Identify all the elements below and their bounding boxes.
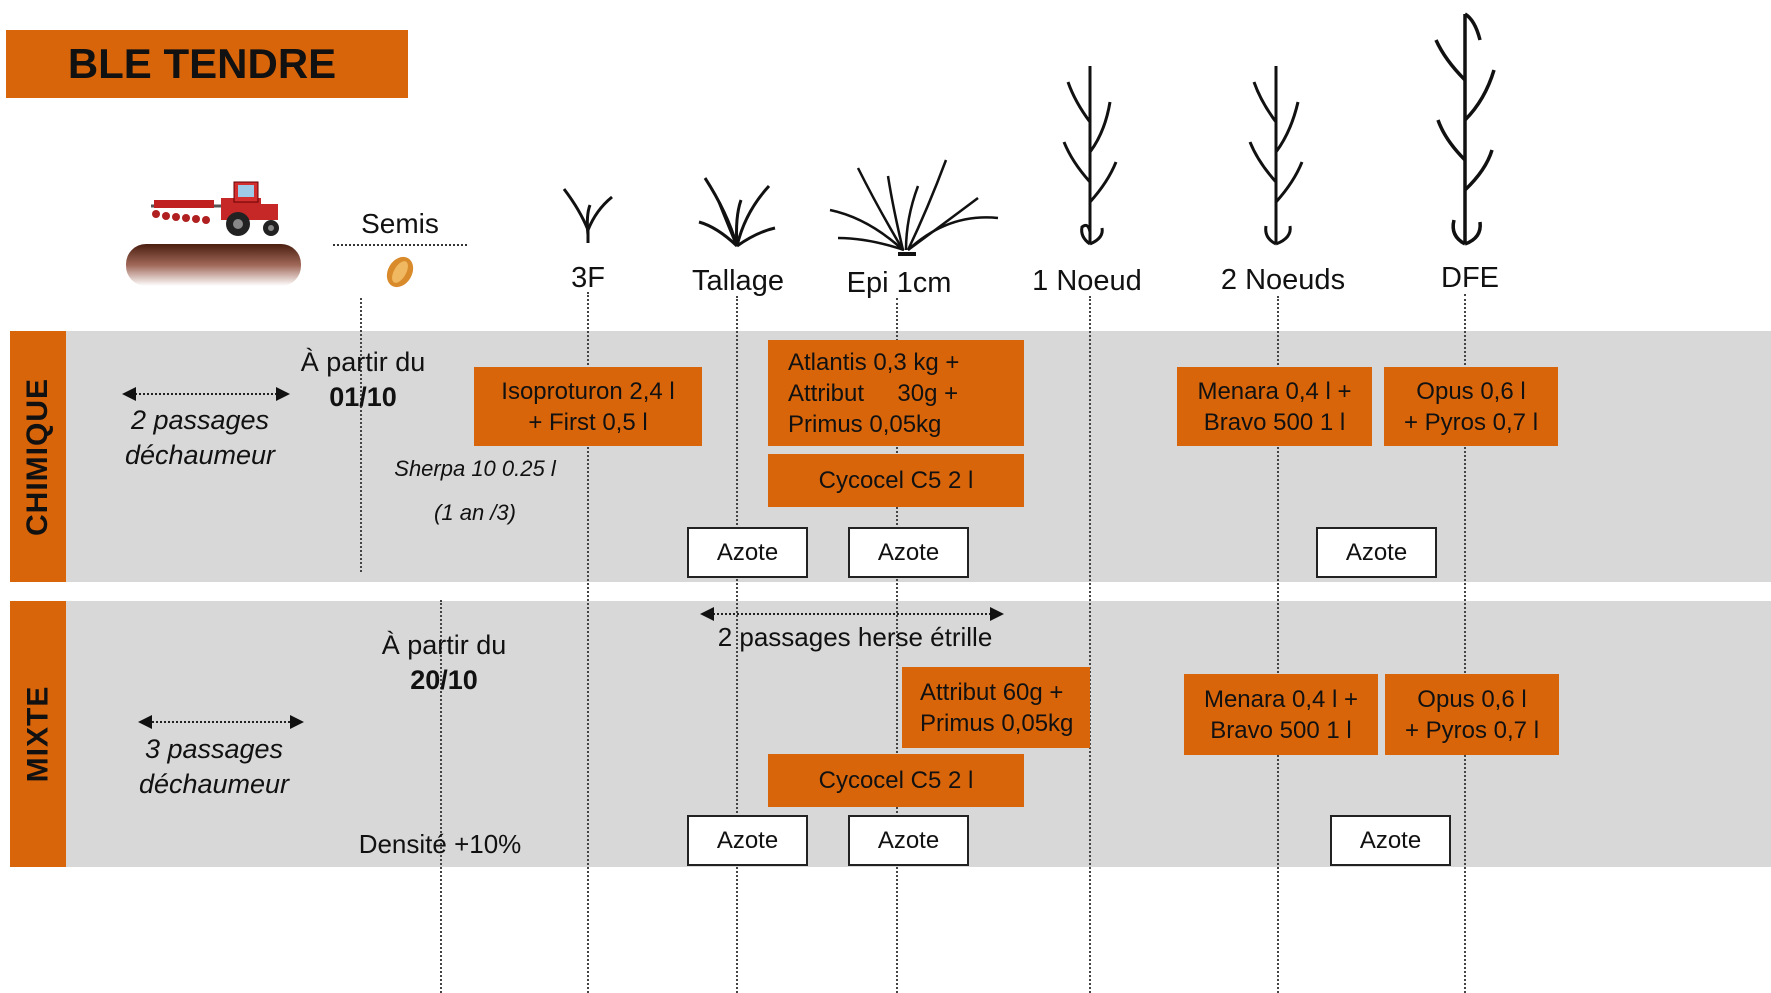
stage-tallage-line: [736, 296, 738, 993]
wheat-epi-icon: [828, 158, 1003, 256]
chimique-cycocel-box: Cycocel C5 2 l: [768, 454, 1024, 507]
semis-underline: [333, 244, 467, 246]
mixte-herse-arrow: [700, 607, 1004, 621]
stage-2-noeuds-line: [1277, 296, 1279, 993]
stage-semis-label: Semis: [361, 208, 439, 239]
mixte-densite-text: Densité +10%: [358, 829, 522, 859]
mixte-opus-box: Opus 0,6 l+ Pyros 0,7 l: [1385, 674, 1559, 755]
chimique-isoproturon-box: Isoproturon 2,4 l+ First 0,5 l: [474, 367, 702, 446]
chimique-sherpa-text: Sherpa 10 0.25 l: [394, 456, 556, 481]
mixte-menara-box: Menara 0,4 l +Bravo 500 1 l: [1184, 674, 1378, 755]
stage-epi-line: [896, 298, 898, 993]
wheat-tallage-icon: [697, 172, 777, 250]
stage-1-noeud-line: [1089, 296, 1091, 993]
wheat-3f-icon: [560, 185, 616, 245]
mixte-azote-tallage: Azote: [687, 815, 808, 866]
title: BLE TENDRE: [6, 30, 408, 98]
stage-dfe-line: [1464, 294, 1466, 993]
chimique-menara-box: Menara 0,4 l +Bravo 500 1 l: [1177, 367, 1372, 446]
mixte-herse-text: 2 passages herse étrille: [717, 622, 993, 652]
mixte-azote-epi: Azote: [848, 815, 969, 866]
chimique-azote-2-noeuds: Azote: [1316, 527, 1437, 578]
chimique-passages-arrow: [122, 387, 290, 401]
stage-epi-label: Epi 1cm: [846, 267, 952, 299]
chimique-label: CHIMIQUE: [10, 331, 66, 582]
stage-1-noeud-label: 1 Noeud: [1032, 265, 1142, 297]
semis-line-mixte: [440, 600, 442, 993]
stage-3f-line: [587, 292, 589, 993]
stage-dfe-label: DFE: [1441, 262, 1499, 294]
chimique-freq-text: (1 an /3): [434, 500, 516, 525]
chimique-atlantis-box: Atlantis 0,3 kg + Attribut 30g + Primus …: [768, 340, 1024, 446]
mixte-cycocel-box: Cycocel C5 2 l: [768, 754, 1024, 807]
seed-icon: [381, 255, 419, 289]
stage-3f-label: 3F: [571, 262, 605, 294]
chimique-opus-box: Opus 0,6 l+ Pyros 0,7 l: [1384, 367, 1558, 446]
stage-2-noeuds-label: 2 Noeuds: [1220, 264, 1346, 296]
chimique-azote-tallage: Azote: [687, 527, 808, 578]
semis-line-chimique: [360, 298, 362, 572]
mixte-azote-2-noeuds: Azote: [1330, 815, 1451, 866]
chimique-azote-epi: Azote: [848, 527, 969, 578]
stage-tallage-label: Tallage: [692, 265, 784, 297]
wheat-1-noeud-icon: [1060, 62, 1120, 250]
tractor-icon: [126, 176, 301, 286]
wheat-dfe-icon: [1430, 10, 1500, 250]
wheat-2-noeuds-icon: [1246, 62, 1306, 250]
mixte-label: MIXTE: [10, 601, 66, 867]
mixte-passages-arrow: [138, 715, 304, 729]
mixte-attribut-box: Attribut 60g +Primus 0,05kg: [902, 667, 1090, 748]
